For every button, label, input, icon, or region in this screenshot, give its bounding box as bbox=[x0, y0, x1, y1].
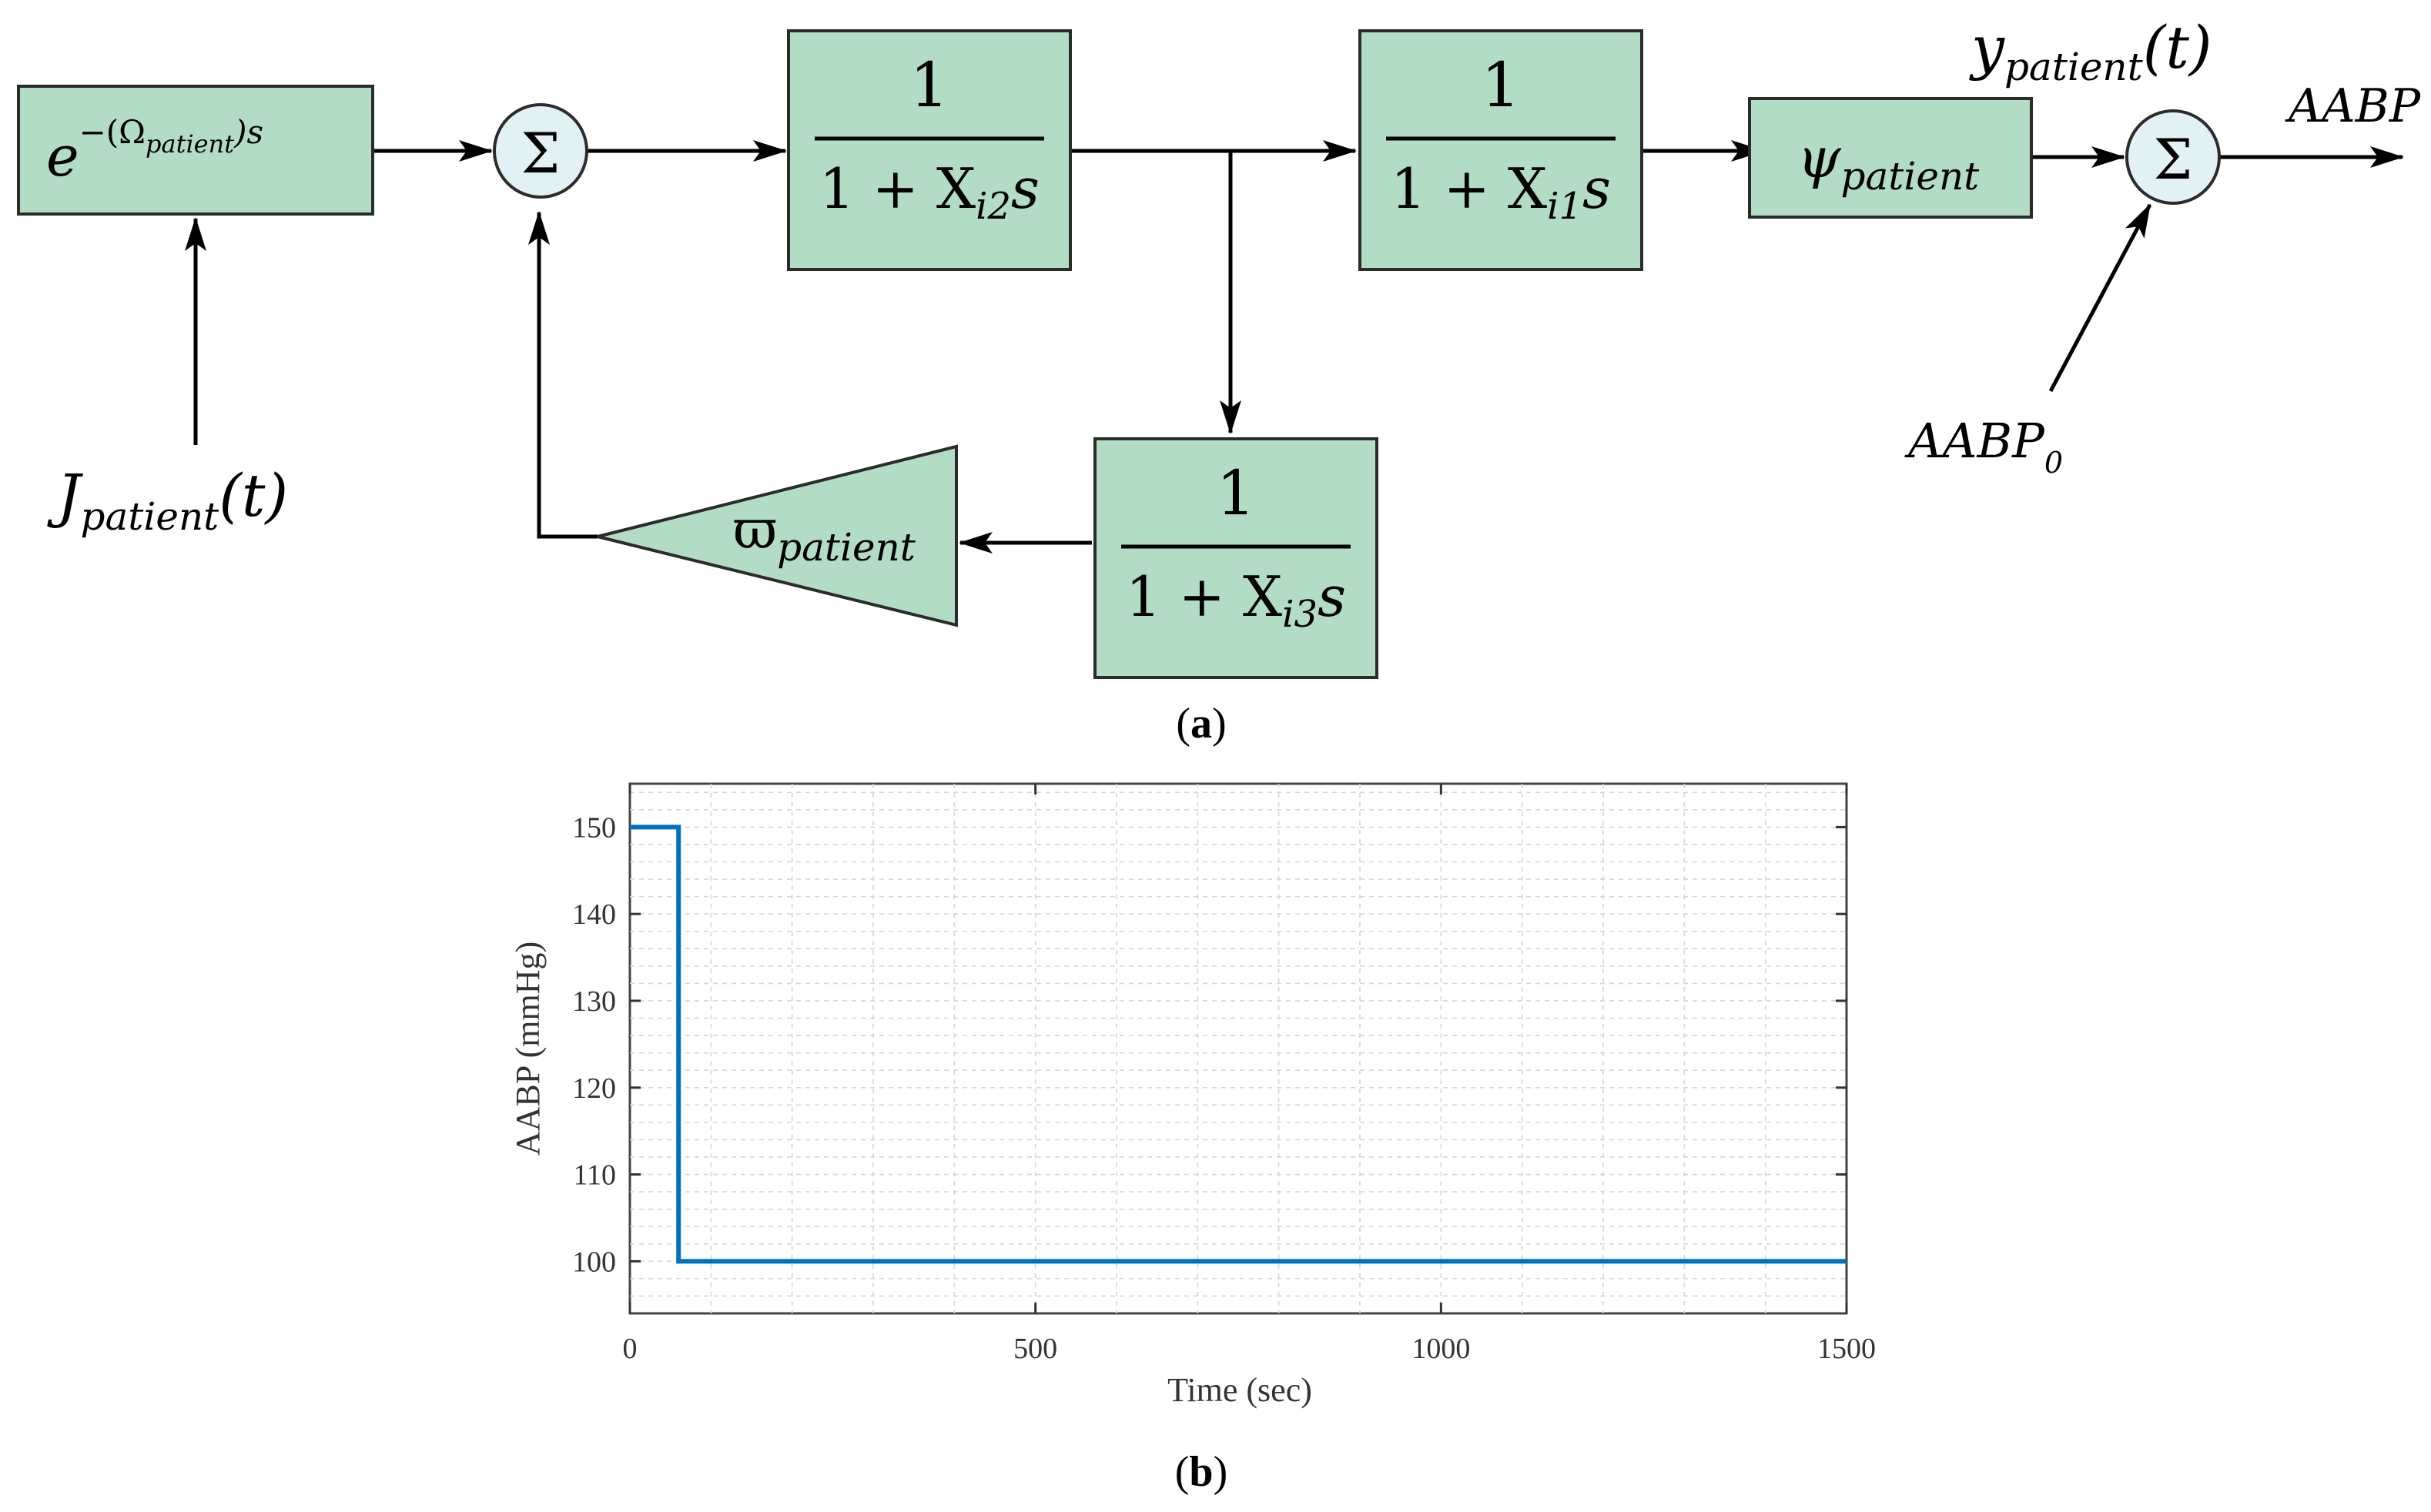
offset-text: AABP bbox=[1904, 413, 2045, 469]
output-arg: (t) bbox=[2143, 13, 2212, 82]
y-tick-label: 150 bbox=[572, 811, 616, 844]
gain-symbol: ϖ bbox=[733, 498, 777, 561]
tick-layer: 0 500 1000 1500 100 110 120 130 140 150 bbox=[572, 784, 1876, 1365]
y-tick-label: 110 bbox=[573, 1159, 616, 1192]
gain-label: ϖpatient bbox=[733, 498, 916, 570]
caption-a-close: ) bbox=[1212, 700, 1227, 748]
input-signal-label: Jpatient(t) bbox=[47, 461, 288, 539]
transfer-block-1: 1 1 + Xi2s bbox=[787, 29, 1072, 271]
block3-denominator: 1 + Xi3s bbox=[1126, 564, 1346, 636]
block2-denominator: 1 + Xi1s bbox=[1391, 156, 1611, 228]
series-layer bbox=[630, 825, 1847, 1264]
psi-symbol: ψ bbox=[1797, 125, 1842, 190]
block1-numerator: 1 bbox=[910, 49, 949, 121]
x-tick-label: 1000 bbox=[1411, 1333, 1470, 1365]
delay-base: e bbox=[46, 124, 79, 189]
series-line-0 bbox=[630, 825, 1847, 1264]
caption-b-close: ) bbox=[1214, 1448, 1228, 1496]
transfer-block-2: 1 1 + Xi1s bbox=[1358, 29, 1643, 271]
wire-offset-to-sum2 bbox=[2048, 203, 2152, 393]
y-axis-label: AABP (mmHg) bbox=[509, 942, 547, 1156]
aabp-chart: 0 500 1000 1500 100 110 120 130 140 150 Time (sec… bbox=[509, 782, 1876, 1496]
input-sub: patient bbox=[80, 494, 219, 539]
block3-den-sub: i3 bbox=[1282, 593, 1318, 636]
gain-sub: patient bbox=[777, 525, 916, 570]
block-diagram: e−(Ωpatient)s Jpatient(t) Σ 1 1 + Xi2s 1 bbox=[17, 13, 2422, 748]
x-tick-label: 1500 bbox=[1817, 1333, 1876, 1365]
psi-label: ψpatient bbox=[1797, 125, 1980, 199]
output-signal-label: ypatient(t) bbox=[1969, 13, 2212, 89]
delay-exponent: −(Ω bbox=[79, 113, 146, 151]
delay-exponent-sub: patient bbox=[146, 129, 234, 159]
summing-junction-2: Σ bbox=[2125, 109, 2221, 205]
delay-block: e−(Ωpatient)s bbox=[17, 85, 374, 216]
caption-a: (a) bbox=[1176, 700, 1226, 748]
y-tick-label: 100 bbox=[572, 1246, 616, 1278]
psi-block: ψpatient bbox=[1748, 97, 2033, 219]
block3-den-prefix: 1 + X bbox=[1126, 564, 1282, 629]
psi-sub: patient bbox=[1840, 154, 1980, 199]
block1-den-sub: i2 bbox=[976, 185, 1011, 228]
block3-numerator: 1 bbox=[1217, 457, 1256, 529]
wire-gain-to-sum1 bbox=[528, 211, 598, 539]
block1-denominator: 1 + Xi2s bbox=[819, 156, 1040, 228]
plot-frame bbox=[628, 782, 1848, 1315]
block2-den-var: s bbox=[1582, 156, 1611, 221]
caption-b: (b) bbox=[1175, 1448, 1227, 1496]
block1-den-var: s bbox=[1011, 156, 1040, 221]
y-tick-label: 130 bbox=[572, 985, 616, 1018]
input-symbol: J bbox=[47, 461, 83, 530]
x-tick-label: 0 bbox=[623, 1333, 638, 1365]
transfer-block-3: 1 1 + Xi3s bbox=[1093, 437, 1378, 679]
summing-junction-1: Σ bbox=[493, 103, 588, 199]
offset-aabp-label: AABP0 bbox=[1904, 413, 2063, 480]
sum1-symbol: Σ bbox=[521, 121, 561, 186]
gain-block: ϖpatient bbox=[597, 444, 958, 627]
caption-a-letter: a bbox=[1190, 700, 1212, 748]
sum2-symbol: Σ bbox=[2154, 127, 2193, 192]
block3-den-var: s bbox=[1318, 564, 1346, 629]
caption-a-open: ( bbox=[1176, 700, 1190, 748]
output-symbol: y bbox=[1969, 13, 2005, 82]
x-tick-label: 500 bbox=[1013, 1333, 1057, 1365]
block1-den-prefix: 1 + X bbox=[819, 156, 976, 221]
block2-den-sub: i1 bbox=[1547, 185, 1582, 228]
block2-den-prefix: 1 + X bbox=[1391, 156, 1547, 221]
output-aabp-label: AABP bbox=[2285, 79, 2422, 133]
y-tick-label: 140 bbox=[572, 898, 616, 931]
input-arg: (t) bbox=[219, 461, 288, 530]
x-axis-label: Time (sec) bbox=[1167, 1371, 1312, 1409]
caption-b-open: ( bbox=[1175, 1448, 1190, 1496]
output-sub: patient bbox=[2004, 45, 2144, 89]
caption-b-letter: b bbox=[1189, 1448, 1213, 1496]
svg-text:e−(Ωpatient)s: e−(Ωpatient)s bbox=[46, 113, 263, 189]
y-tick-label: 120 bbox=[572, 1072, 616, 1105]
offset-sub: 0 bbox=[2044, 446, 2063, 480]
block2-numerator: 1 bbox=[1482, 49, 1521, 121]
delay-exponent-tail: )s bbox=[233, 113, 263, 151]
